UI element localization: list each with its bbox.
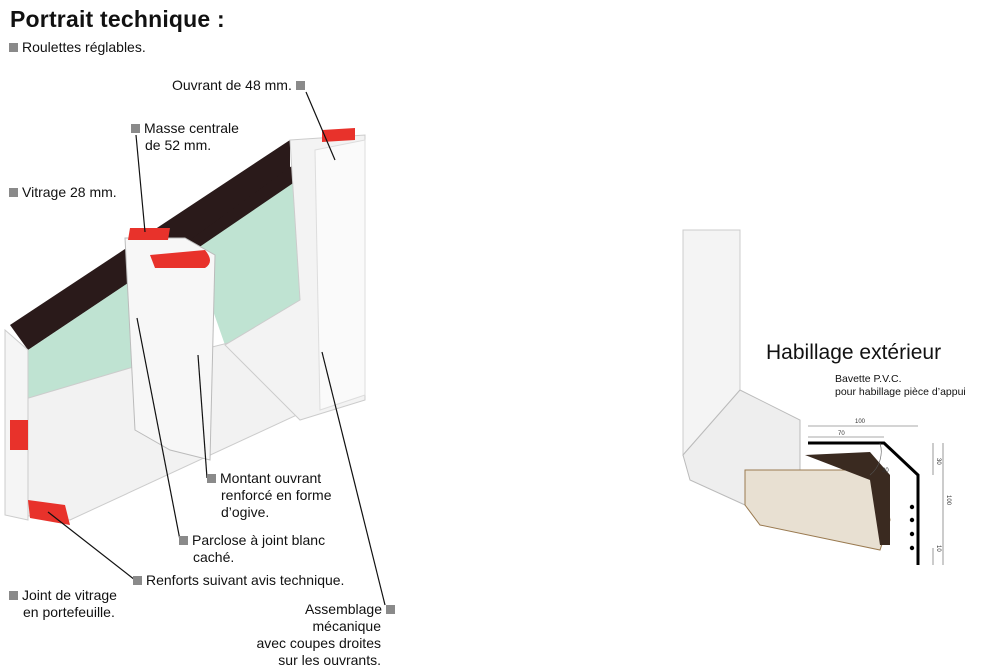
bullet-icon	[133, 576, 142, 586]
glass-pane-right-face	[190, 172, 300, 345]
leader-ouvrant	[305, 91, 336, 161]
central-mullion	[124, 237, 216, 461]
dim-inner-width: 70	[838, 431, 845, 437]
leader-masse	[135, 134, 146, 233]
dim-angle: 30	[882, 468, 889, 474]
sill-wood	[744, 469, 891, 551]
reinforcement-left	[10, 420, 28, 450]
bullet-icon	[131, 124, 140, 134]
dim-bottom-height: 10	[935, 545, 941, 552]
glass-pane-left-face	[28, 275, 140, 400]
bullet-icon	[9, 188, 18, 198]
bullet-icon	[179, 536, 188, 546]
leader-montant	[197, 354, 208, 479]
reinforcement-ogive	[150, 250, 210, 268]
sill-dark-section	[805, 452, 890, 545]
reinforcement-central	[128, 228, 170, 240]
bavette-caption: Bavette P.V.C.pour habillage pièce d’app…	[835, 373, 966, 398]
bullet-icon	[295, 81, 305, 91]
glass-top-edge	[190, 160, 305, 250]
label-renforts: Renforts suivant avis technique.	[133, 572, 344, 589]
page-title: Portrait technique :	[10, 6, 225, 32]
label-ouvrant: Ouvrant de 48 mm.	[172, 77, 305, 94]
habillage-title: Habillage extérieur	[766, 341, 942, 364]
right-frame-face	[314, 139, 366, 411]
reinforcement-top-right	[322, 128, 355, 142]
leader-parclose	[136, 317, 181, 541]
dim-top-width: 100	[855, 419, 866, 425]
bullet-icon	[9, 43, 18, 53]
dim-upper-height: 30	[935, 458, 941, 465]
bavette-profile	[808, 441, 920, 565]
label-roulettes: Roulettes réglables.	[9, 39, 146, 56]
bullet-icon	[386, 605, 395, 615]
label-vitrage: Vitrage 28 mm.	[9, 184, 117, 201]
leader-assemblage	[321, 351, 386, 606]
bullet-icon	[9, 591, 18, 601]
bullet-icon	[207, 474, 216, 484]
dim-total-height: 100	[945, 495, 951, 506]
leader-renforts	[47, 511, 136, 581]
